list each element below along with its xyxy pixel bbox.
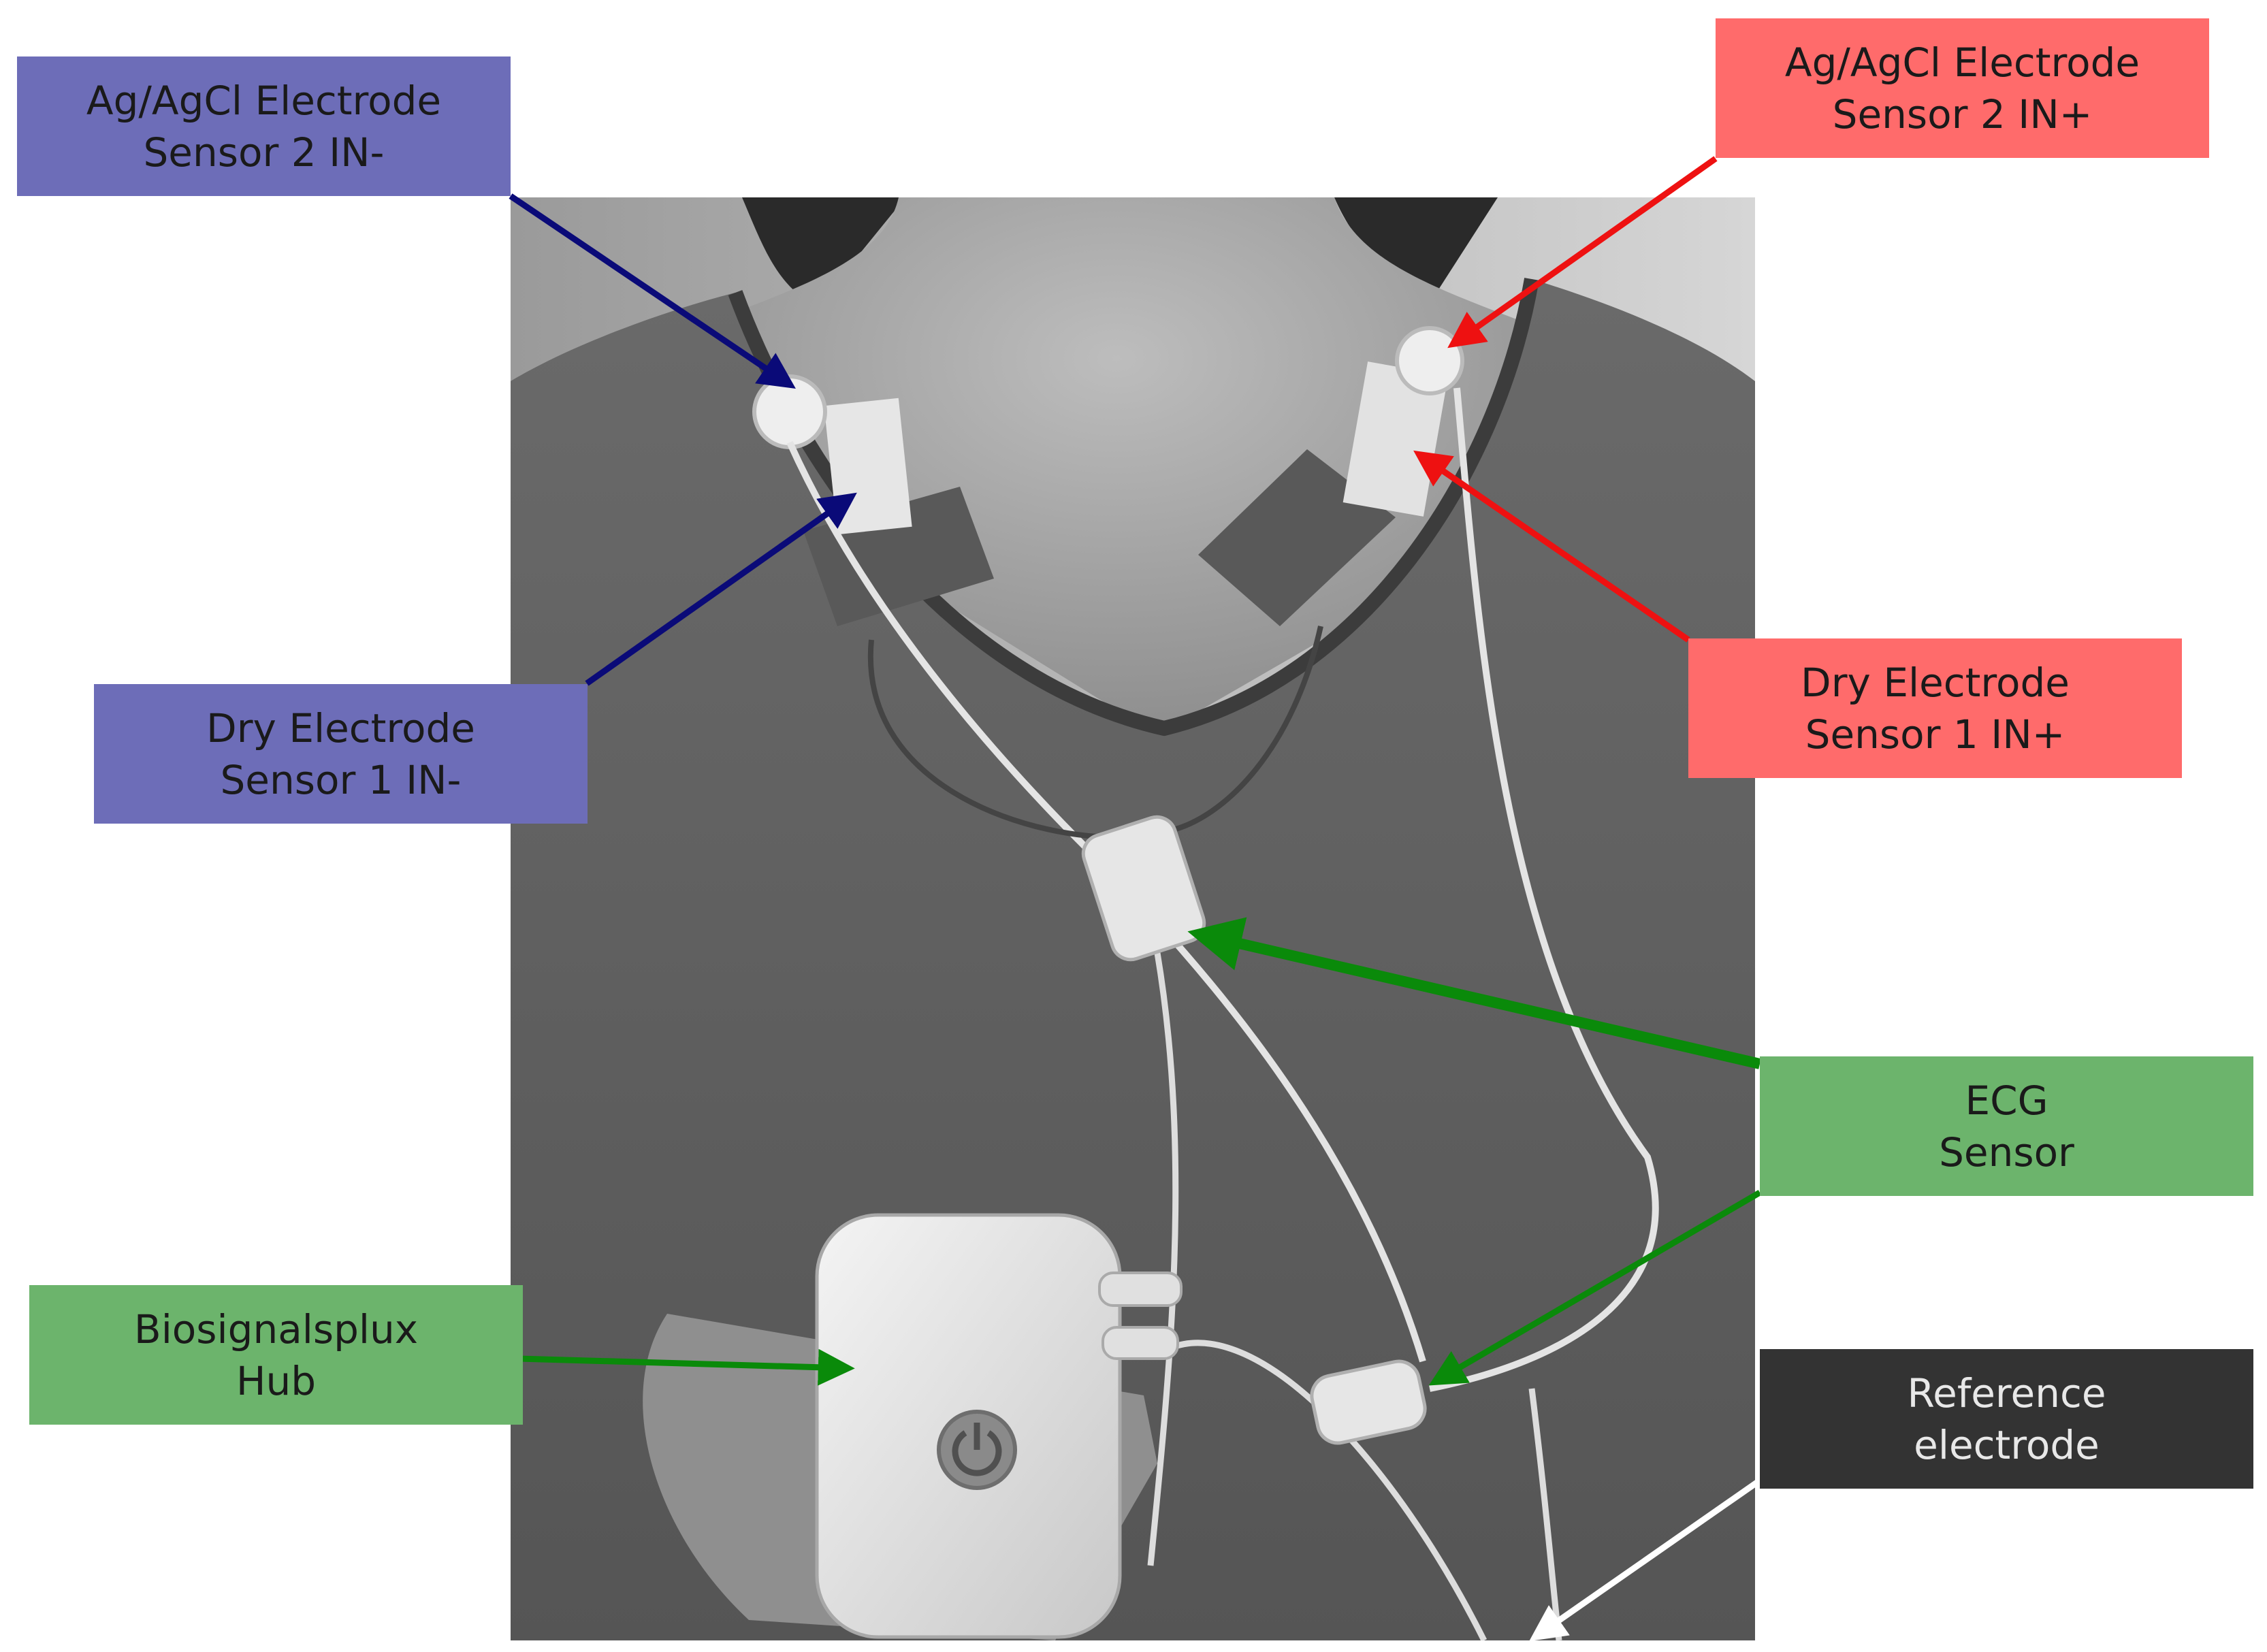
label-line: Reference	[1907, 1370, 2106, 1416]
label-line: Ag/AgCl Electrode	[86, 77, 442, 124]
arrow-ecg-lower	[1428, 1190, 1762, 1386]
label-dry-sensor1-in-minus: Dry Electrode Sensor 1 IN-	[94, 684, 588, 824]
arrow-dry-in-plus	[1413, 450, 1690, 643]
hub-connector	[1102, 1326, 1179, 1360]
ecg-sensor-device-upper	[1081, 815, 1206, 962]
hub-connector	[1098, 1272, 1183, 1307]
label-line: Ag/AgCl Electrode	[1784, 39, 2140, 86]
arrow-dry-in-minus	[585, 492, 857, 686]
label-line: Sensor	[1939, 1129, 2074, 1176]
ecg-sensor-device-lower	[1310, 1359, 1427, 1445]
label-ecg-sensor: ECG Sensor	[1760, 1056, 2253, 1196]
cable	[1147, 952, 1179, 1566]
label-line: Hub	[236, 1357, 317, 1404]
hair	[1334, 197, 1498, 293]
cable	[1429, 387, 1659, 1392]
arrow-reference	[1529, 1478, 1762, 1642]
label-line: Dry Electrode	[1801, 659, 2070, 706]
hair	[742, 197, 905, 306]
label-line: electrode	[1914, 1421, 2100, 1468]
neck-skin	[715, 197, 1518, 735]
arrow-hub	[518, 1348, 855, 1386]
label-agagcl-sensor2-in-plus: Ag/AgCl Electrode Sensor 2 IN+	[1716, 18, 2209, 158]
cable	[867, 639, 1117, 840]
label-reference-electrode: Reference electrode	[1760, 1349, 2253, 1489]
label-line: ECG	[1965, 1077, 2048, 1124]
label-line: Sensor 2 IN-	[143, 129, 385, 176]
label-line: Sensor 2 IN+	[1832, 91, 2093, 137]
label-dry-sensor1-in-plus: Dry Electrode Sensor 1 IN+	[1688, 638, 2182, 778]
cable	[1170, 626, 1323, 833]
label-line: Dry Electrode	[206, 704, 475, 751]
arrow-agagcl-in-plus	[1447, 156, 1718, 349]
agagcl-electrode-right	[1395, 326, 1464, 395]
arrow-ecg-upper	[1187, 917, 1761, 1069]
label-line: Sensor 1 IN+	[1805, 711, 2065, 758]
label-biosignalsplux-hub: Biosignalsplux Hub	[29, 1285, 523, 1425]
arrow-agagcl-in-minus	[509, 193, 796, 389]
label-line: Sensor 1 IN-	[220, 756, 462, 803]
label-agagcl-sensor2-in-minus: Ag/AgCl Electrode Sensor 2 IN-	[17, 56, 511, 196]
power-symbol-icon	[952, 1430, 1002, 1476]
label-line: Biosignalsplux	[133, 1306, 419, 1353]
